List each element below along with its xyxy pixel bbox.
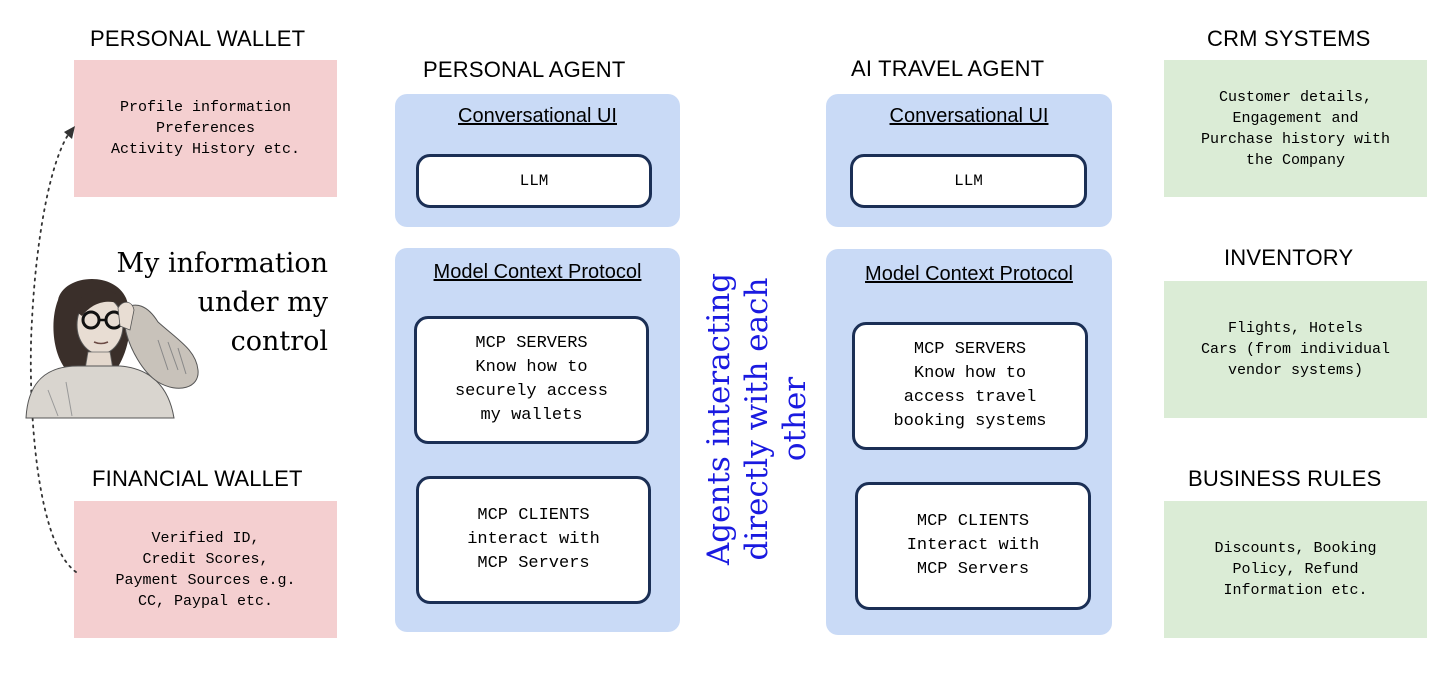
financial-wallet-box: Verified ID, Credit Scores, Payment Sour… (74, 501, 337, 638)
user-caption: My information under my control (116, 248, 329, 357)
business-rules-title: BUSINESS RULES (1188, 466, 1382, 491)
mcp-clients-box: MCP CLIENTS Interact with MCP Servers (855, 482, 1091, 610)
travel-agent-mcp-panel: Model Context Protocol MCP SERVERS Know … (826, 249, 1112, 635)
mcp-clients-box: MCP CLIENTS interact with MCP Servers (416, 476, 651, 604)
mcp-title: Model Context Protocol (433, 261, 642, 283)
llm-box: LLM (416, 154, 652, 208)
personal-agent-mcp-panel: Model Context Protocol MCP SERVERS Know … (395, 248, 680, 632)
crm-title: CRM SYSTEMS (1207, 26, 1371, 51)
conversational-ui-title: Conversational UI (458, 105, 617, 127)
llm-box: LLM (850, 154, 1087, 208)
conversational-ui-title: Conversational UI (889, 105, 1049, 127)
personal-agent-ui-panel: Conversational UI LLM (395, 94, 680, 227)
mcp-servers-box: MCP SERVERS Know how to securely access … (414, 316, 649, 444)
dotted-arrow-icon (29, 126, 77, 573)
personal-wallet-title: PERSONAL WALLET (90, 26, 306, 51)
mcp-title: Model Context Protocol (865, 263, 1073, 285)
inventory-box: Flights, Hotels Cars (from individual ve… (1164, 281, 1427, 418)
travel-agent-title: AI TRAVEL AGENT (851, 56, 1045, 81)
business-rules-box: Discounts, Booking Policy, Refund Inform… (1164, 501, 1427, 638)
personal-wallet-box: Profile information Preferences Activity… (74, 60, 337, 197)
mcp-servers-box: MCP SERVERS Know how to access travel bo… (852, 322, 1088, 450)
financial-wallet-title: FINANCIAL WALLET (92, 466, 303, 491)
personal-agent-title: PERSONAL AGENT (423, 57, 626, 82)
travel-agent-ui-panel: Conversational UI LLM (826, 94, 1112, 227)
crm-box: Customer details, Engagement and Purchas… (1164, 60, 1427, 197)
agents-interacting-caption: Agents interacting directly with each ot… (701, 272, 813, 566)
inventory-title: INVENTORY (1224, 245, 1354, 270)
woman-thinking-illustration (25, 279, 199, 419)
